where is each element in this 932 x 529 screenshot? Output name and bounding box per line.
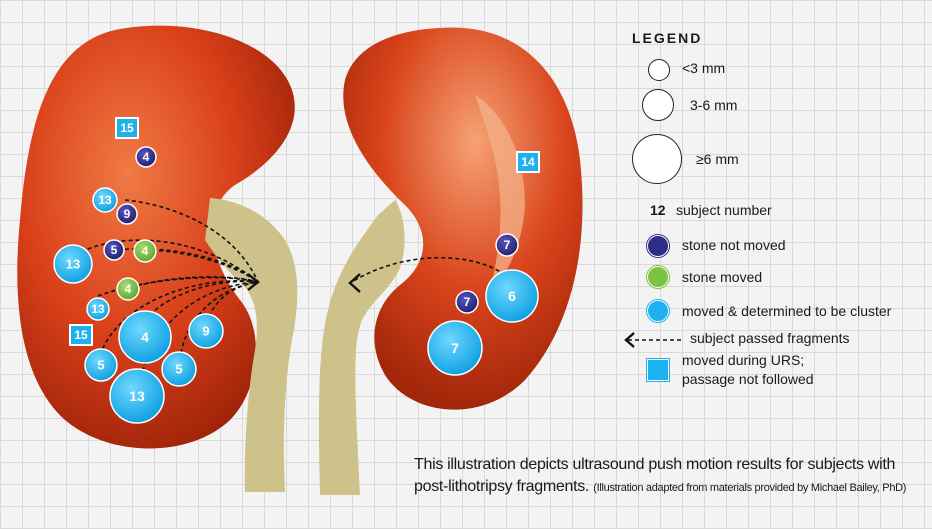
subject-number-label: 4 <box>143 150 150 164</box>
subject-number-label: 13 <box>91 302 105 316</box>
cluster-label: moved & determined to be cluster <box>682 303 892 319</box>
legend: LEGEND <3 mm 3-6 mm ≥6 mm 12 subject num… <box>600 26 920 396</box>
cluster-marker: 4 <box>118 310 172 364</box>
right-passage-path <box>351 257 506 283</box>
left-passage-arrowhead <box>247 273 260 291</box>
subject-number-label: 7 <box>451 340 459 356</box>
cluster-marker: 13 <box>86 297 110 321</box>
subject-number-label: 9 <box>202 324 209 339</box>
stone-not-moved-marker: 7 <box>495 233 519 257</box>
subject-number-label: 7 <box>464 295 471 309</box>
size-small-label: <3 mm <box>682 60 726 76</box>
subject-number-label: 14 <box>521 155 535 169</box>
cluster-marker: 13 <box>53 244 93 284</box>
caption-credit: (Illustration adapted from materials pro… <box>593 482 907 494</box>
stone-not-moved-label: stone not moved <box>682 237 786 253</box>
caption-main: This illustration depicts ultrasound pus… <box>414 456 896 495</box>
size-small-swatch <box>648 59 670 81</box>
subject-number-label: 7 <box>504 238 511 252</box>
urs-square-marker: 15 <box>115 117 139 139</box>
stone-not-moved-marker: 9 <box>116 203 138 225</box>
subject-number-label: 13 <box>129 388 145 404</box>
subject-number-label: 5 <box>97 358 104 373</box>
cluster-marker: 6 <box>485 269 539 323</box>
subject-number-label: 4 <box>142 244 149 258</box>
stone-moved-marker: 4 <box>133 239 157 263</box>
cluster-marker: 9 <box>188 313 224 349</box>
stone-moved-swatch <box>647 266 669 288</box>
size-medium-swatch <box>642 89 674 121</box>
size-medium-label: 3-6 mm <box>690 97 738 113</box>
passed-fragments-arrow-icon <box>624 332 684 348</box>
size-large-swatch <box>632 134 682 184</box>
subject-number-sample: 12 <box>650 202 666 218</box>
right-ureter <box>318 200 405 495</box>
urs-label-line1: moved during URS; <box>682 352 805 368</box>
stone-not-moved-swatch <box>647 235 669 257</box>
cluster-marker: 7 <box>427 320 483 376</box>
stone-moved-label: stone moved <box>682 269 763 285</box>
cluster-marker: 5 <box>161 351 197 387</box>
subject-number-label: 9 <box>124 207 131 221</box>
stone-not-moved-marker: 4 <box>135 146 157 168</box>
subject-number-label: 5 <box>111 243 118 257</box>
subject-number-label: 13 <box>66 257 80 272</box>
passed-fragments-label: subject passed fragments <box>690 330 850 346</box>
urs-label-line2: passage not followed <box>682 371 814 387</box>
cluster-marker: 13 <box>109 368 165 424</box>
stone-not-moved-marker: 7 <box>455 290 479 314</box>
stone-not-moved-marker: 5 <box>103 239 125 261</box>
size-large-label: ≥6 mm <box>696 151 739 167</box>
subject-number-label: 4 <box>141 329 149 345</box>
cluster-marker: 5 <box>84 348 118 382</box>
subject-number-label: 13 <box>98 193 112 207</box>
subject-number-label: 15 <box>120 121 134 135</box>
subject-number-label: 5 <box>175 362 182 377</box>
subject-number-legend-label: subject number <box>676 202 772 218</box>
figure-caption: This illustration depicts ultrasound pus… <box>414 454 919 499</box>
stone-moved-marker: 4 <box>116 277 140 301</box>
right-passage-arrowhead <box>348 273 361 293</box>
urs-square-marker: 15 <box>69 324 93 346</box>
subject-number-label: 15 <box>74 328 88 342</box>
urs-square-marker: 14 <box>516 151 540 173</box>
cluster-marker: 13 <box>92 187 118 213</box>
subject-number-label: 6 <box>508 288 516 304</box>
subject-number-label: 4 <box>125 282 132 296</box>
cluster-swatch <box>647 300 669 322</box>
legend-title: LEGEND <box>632 30 703 46</box>
urs-swatch <box>647 359 669 381</box>
left-ureter <box>205 198 298 492</box>
